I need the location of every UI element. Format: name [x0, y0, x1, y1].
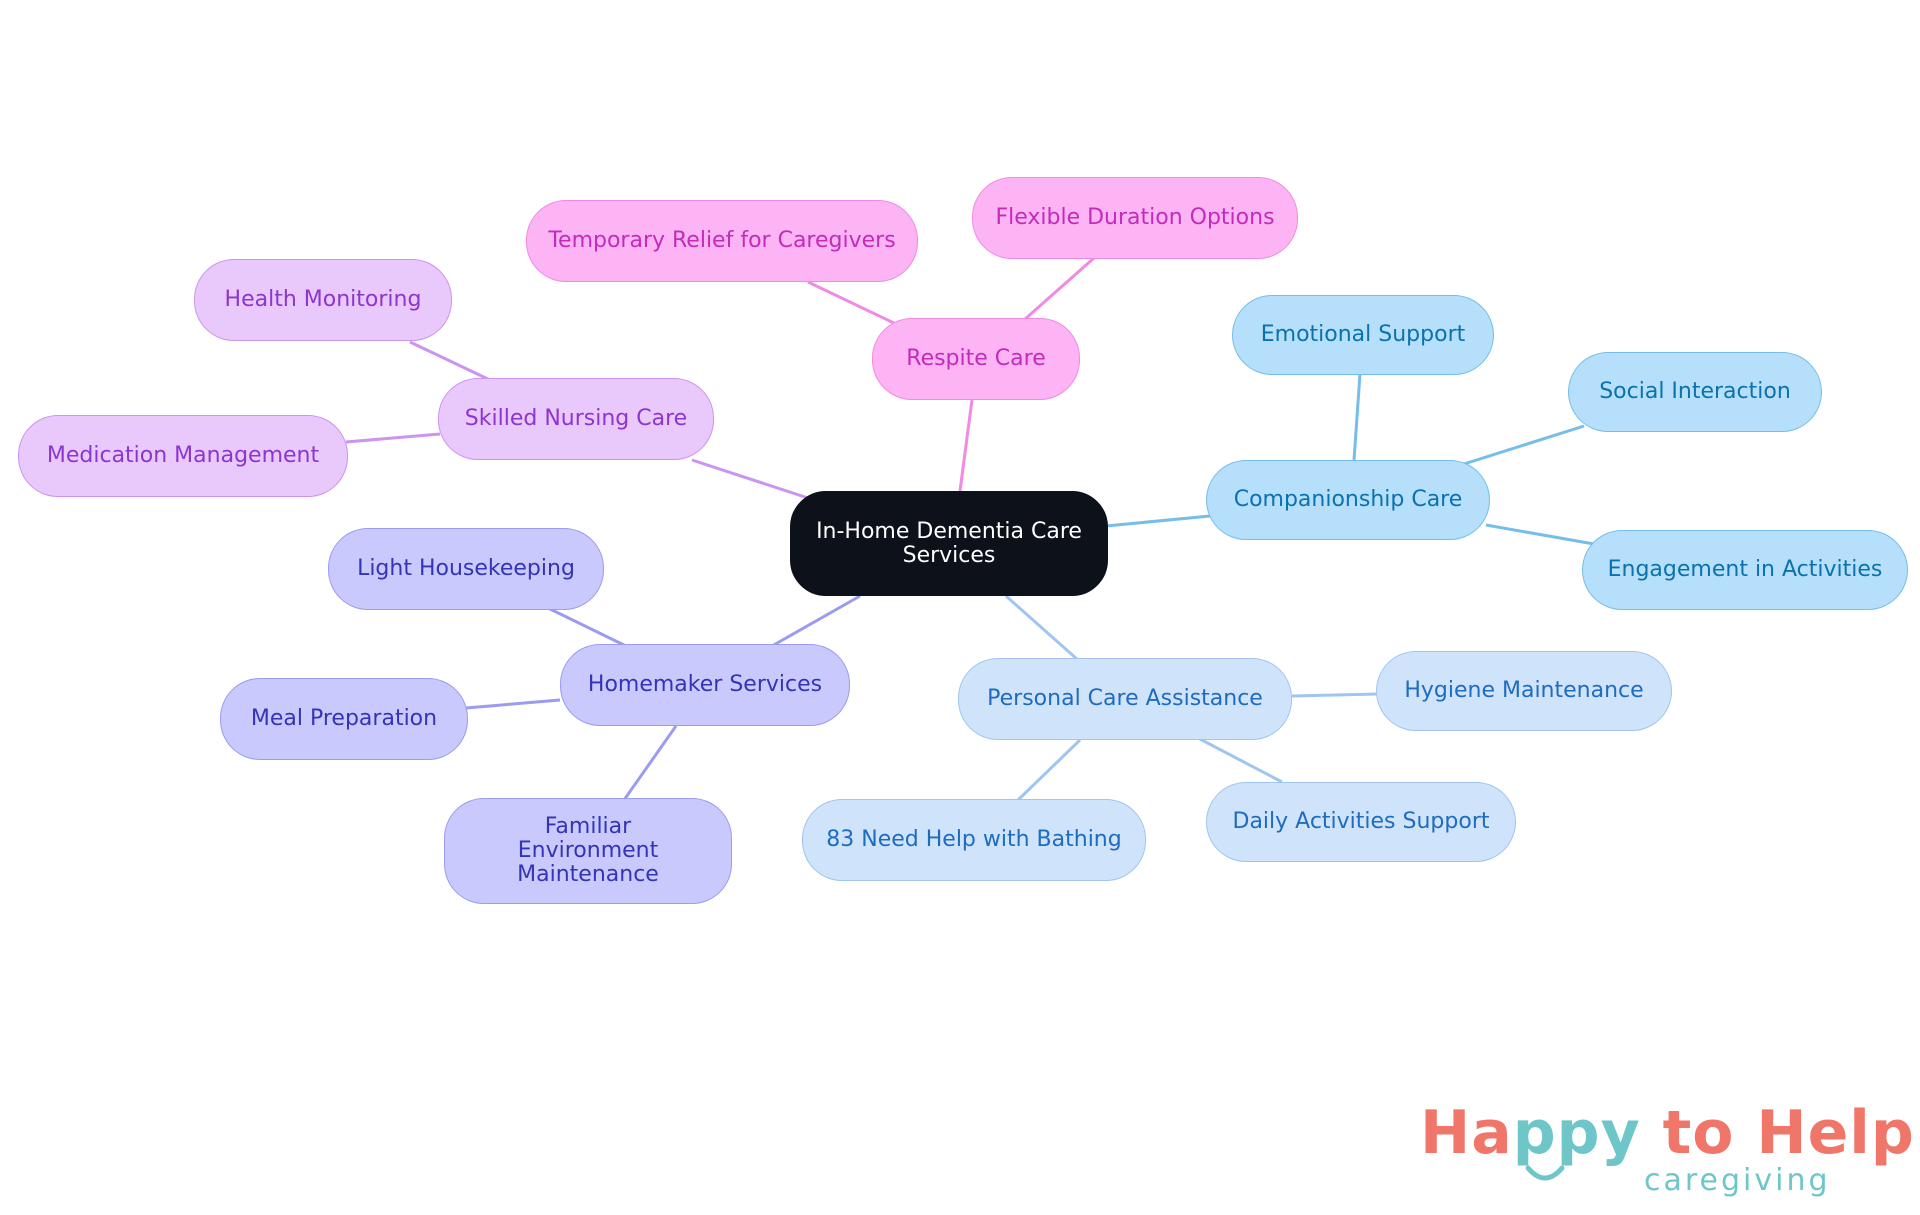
connector-homemaker-familiar — [622, 725, 678, 801]
leaf-node-temporary-relief-for-caregivers: Temporary Relief for Caregivers — [526, 200, 918, 282]
branch-node-companionship-care: Companionship Care — [1206, 460, 1490, 540]
leaf-node-label: Medication Management — [46, 443, 320, 468]
leaf-node-label: Familiar Environment Maintenance — [517, 814, 659, 887]
leaf-node-emotional-support: Emotional Support — [1232, 295, 1494, 375]
branch-node-respite-care: Respite Care — [872, 318, 1080, 400]
leaf-node-medication-management: Medication Management — [18, 415, 348, 497]
connector-companionship-social — [1463, 424, 1585, 466]
connector-nursing-health — [409, 340, 491, 382]
leaf-node-engagement-in-activities: Engagement in Activities — [1582, 530, 1908, 610]
root-node: In-Home Dementia Care Services — [790, 491, 1108, 596]
branch-node-label: Respite Care — [906, 346, 1046, 371]
leaf-node-label: Engagement in Activities — [1607, 557, 1883, 582]
branch-node-label: Skilled Nursing Care — [464, 406, 688, 431]
connector-homemaker-housekeeping — [547, 606, 627, 648]
leaf-node-83-need-help-with-bathing: 83 Need Help with Bathing — [802, 799, 1146, 881]
connector-personal-daily — [1197, 736, 1283, 784]
logo-title-part1: Ha — [1420, 1098, 1513, 1168]
connector-respite-relief — [807, 280, 897, 326]
leaf-node-label: Social Interaction — [1599, 379, 1791, 404]
leaf-node-label: Temporary Relief for Caregivers — [548, 228, 896, 253]
leaf-node-label: Emotional Support — [1260, 322, 1466, 347]
connector-personal-bathing — [1016, 738, 1082, 802]
branch-node-personal-care-assistance: Personal Care Assistance — [958, 658, 1292, 740]
branch-node-skilled-nursing-care: Skilled Nursing Care — [438, 378, 714, 460]
connector-homemaker-meal — [465, 698, 561, 710]
root-node-label: In-Home Dementia Care Services — [816, 518, 1082, 568]
connector-root-nursing — [691, 458, 809, 500]
connector-root-personal — [1005, 594, 1079, 662]
logo-title-part3: to Help — [1640, 1098, 1915, 1168]
leaf-node-health-monitoring: Health Monitoring — [194, 259, 452, 341]
connector-companionship-emotional — [1352, 373, 1362, 461]
leaf-node-label: Health Monitoring — [224, 287, 422, 312]
leaf-node-meal-preparation: Meal Preparation — [220, 678, 468, 760]
leaf-node-label: Hygiene Maintenance — [1404, 678, 1644, 703]
smile-icon — [1525, 1165, 1565, 1181]
leaf-node-label: Daily Activities Support — [1232, 809, 1490, 834]
logo-title: Happy to Help — [1420, 1098, 1915, 1168]
brand-logo: Happy to Help caregiving — [1420, 1098, 1914, 1208]
leaf-node-light-housekeeping: Light Housekeeping — [328, 528, 604, 610]
leaf-node-hygiene-maintenance: Hygiene Maintenance — [1376, 651, 1672, 731]
leaf-node-label: Meal Preparation — [250, 706, 438, 731]
connector-root-companionship — [1105, 514, 1211, 528]
connector-respite-flexible — [1023, 256, 1095, 322]
logo-tagline: caregiving — [1644, 1163, 1831, 1198]
leaf-node-label: Light Housekeeping — [357, 556, 575, 581]
leaf-node-familiar-environment-maintenance: Familiar Environment Maintenance — [444, 798, 732, 904]
branch-node-homemaker-services: Homemaker Services — [560, 644, 850, 726]
connector-root-homemaker — [771, 594, 861, 648]
logo-title-part2: ppy — [1512, 1098, 1641, 1168]
branch-node-label: Personal Care Assistance — [987, 686, 1263, 711]
leaf-node-social-interaction: Social Interaction — [1568, 352, 1822, 432]
connector-personal-hygiene — [1291, 692, 1379, 698]
connector-root-respite — [958, 399, 974, 492]
leaf-node-daily-activities-support: Daily Activities Support — [1206, 782, 1516, 862]
leaf-node-flexible-duration-options: Flexible Duration Options — [972, 177, 1298, 259]
branch-node-label: Homemaker Services — [587, 672, 823, 697]
connector-nursing-medication — [345, 432, 441, 444]
leaf-node-label: 83 Need Help with Bathing — [826, 827, 1122, 852]
branch-node-label: Companionship Care — [1233, 487, 1463, 512]
leaf-node-label: Flexible Duration Options — [995, 205, 1275, 230]
connector-companionship-engagement — [1485, 523, 1595, 546]
